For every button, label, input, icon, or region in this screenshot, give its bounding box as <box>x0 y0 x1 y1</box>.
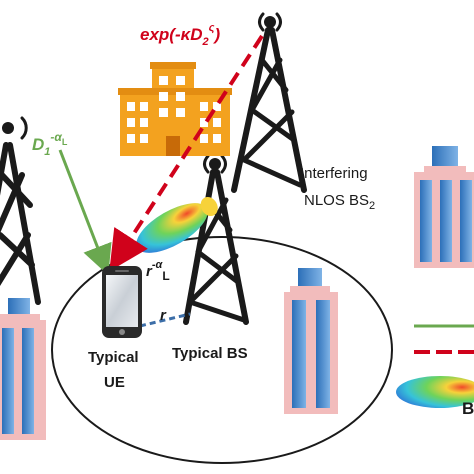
typical-ue-label-line1: Typical <box>88 349 139 366</box>
serving-link <box>139 312 191 328</box>
serving-pathloss-formula: r-αL <box>146 259 170 283</box>
nlos-link-arrow <box>109 34 264 272</box>
nlos-pathloss-formula: exp(-κD2ς) <box>140 22 221 48</box>
orange-building <box>118 62 232 156</box>
beam-lobe <box>136 196 218 253</box>
interferer-label-line1: Interfering <box>300 165 368 182</box>
interfering-tower <box>231 12 307 193</box>
legend-partial-label: B <box>462 399 474 418</box>
los-link-arrow <box>58 149 112 276</box>
legend-lobe <box>396 376 474 408</box>
skyscraper-right-top <box>414 146 474 268</box>
interferer-label-line2: NLOS BS2 <box>304 192 375 212</box>
typical-ue-phone <box>102 266 142 338</box>
los-pathloss-formula: D1-αL <box>32 130 68 158</box>
typical-bs-tower <box>183 154 249 325</box>
left-tower <box>0 116 41 305</box>
skyscraper-left-bottom <box>0 298 46 440</box>
skyscraper-center <box>284 268 338 414</box>
typical-bs-label: Typical BS <box>172 345 248 362</box>
coverage-ellipse <box>51 236 393 464</box>
distance-r-label: r <box>160 307 167 324</box>
typical-ue-label-line2: UE <box>104 374 125 391</box>
